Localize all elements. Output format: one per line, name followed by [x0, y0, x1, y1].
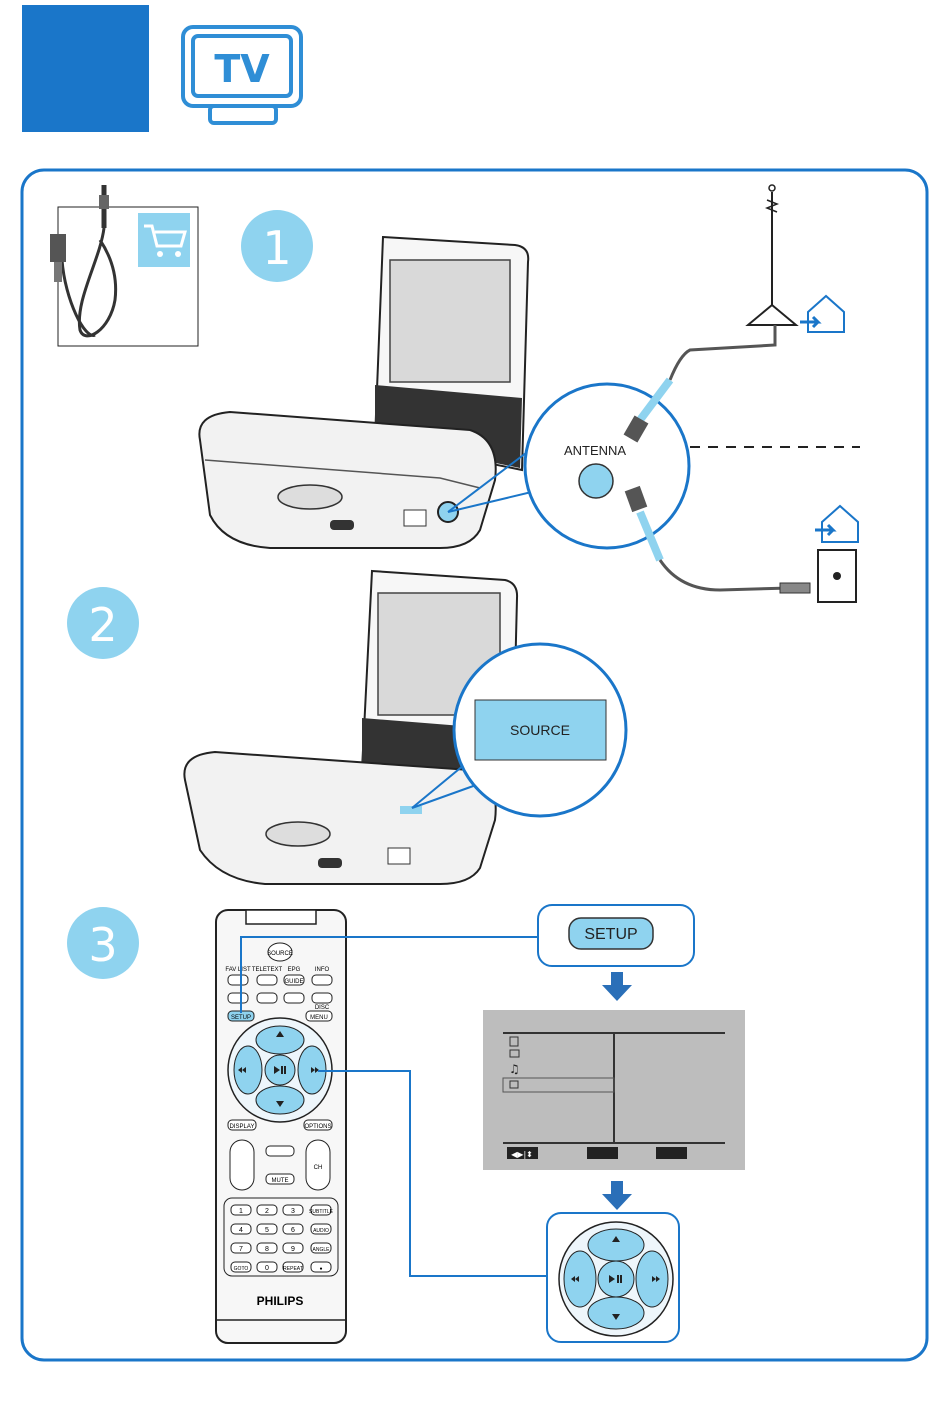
step-1-badge: 1: [241, 210, 313, 282]
remote-mute-key: MUTE: [272, 1178, 289, 1184]
keypad-key-label: 3: [291, 1208, 295, 1215]
keypad-key-label: ANGLE: [313, 1247, 331, 1253]
tv-icon: TV: [183, 27, 301, 123]
remote-teletext-label: TELETEXT: [252, 967, 283, 973]
menu-footer-key-1: [587, 1147, 618, 1159]
remote-guide-key: GUIDE: [284, 979, 303, 985]
keypad-key-label: SUBTITLE: [309, 1209, 334, 1215]
menu-footer-key-2: [656, 1147, 687, 1159]
keypad-key-label: 1: [239, 1208, 243, 1215]
antenna-label: ANTENNA: [564, 443, 626, 458]
remote-epg-label: EPG: [288, 967, 301, 973]
source-button-label: SOURCE: [510, 722, 570, 738]
menu-footer-nav-icon: ◀▶|⬍: [511, 1150, 533, 1159]
navpad-zoom: [559, 1222, 673, 1336]
outdoor-house-icon: [800, 296, 844, 332]
cart-icon: [138, 213, 190, 267]
down-arrow-1: [602, 972, 632, 1001]
remote-setup-key: SETUP: [231, 1015, 251, 1021]
antenna-zoom-circle: [525, 384, 689, 548]
keypad-key-label: 4: [239, 1227, 243, 1234]
antenna-port: [579, 464, 613, 498]
keypad-key-label: REPEAT: [283, 1266, 303, 1272]
remote-info-label: INFO: [315, 967, 330, 973]
remote-brand: PHILIPS: [257, 1294, 304, 1308]
remote-nav-pad: [228, 1018, 332, 1122]
down-arrow-2: [602, 1181, 632, 1210]
indoor-house-icon: [815, 506, 858, 542]
dvd-player-step1: [199, 237, 528, 548]
keypad-key-label: 0: [265, 1265, 269, 1272]
setup-menu-screen: ♫ ◀▶|⬍: [483, 1010, 745, 1170]
keypad-key-label: ●: [319, 1266, 322, 1272]
setup-button-label: SETUP: [584, 926, 637, 943]
step-2-number: 2: [88, 598, 117, 652]
keypad-key-label: GOTO: [234, 1266, 249, 1272]
keypad-key-label: 9: [291, 1246, 295, 1253]
remote-fav-list-label: FAV LIST: [225, 967, 251, 973]
keypad-key-label: 8: [265, 1246, 269, 1253]
roof-antenna: [624, 185, 796, 443]
keypad-key-label: 2: [265, 1208, 269, 1215]
remote-menu-key: MENU: [310, 1015, 328, 1021]
remote-ch-label: CH: [314, 1165, 323, 1171]
keypad-key-label: AUDIO: [313, 1228, 329, 1234]
remote-source-key: SOURCE: [267, 951, 293, 957]
tv-icon-text: TV: [214, 47, 270, 91]
keypad-key-label: 6: [291, 1227, 295, 1234]
step-3-number: 3: [88, 918, 117, 972]
remote-control: SOURCE FAV LIST TELETEXT EPG INFO GUIDE …: [216, 910, 346, 1343]
menu-icon-audio: ♫: [509, 1062, 520, 1076]
keypad-key-label: 7: [239, 1246, 243, 1253]
step-2-badge: 2: [67, 587, 139, 659]
header-blue-block: [22, 5, 149, 132]
keypad-key-label: 5: [265, 1227, 269, 1234]
step-1-number: 1: [262, 221, 291, 275]
step-3-badge: 3: [67, 907, 139, 979]
remote-disc-label: DISC: [315, 1005, 330, 1011]
remote-display-key: DISPLAY: [230, 1124, 255, 1130]
remote-options-key: OPTIONS: [304, 1124, 331, 1130]
